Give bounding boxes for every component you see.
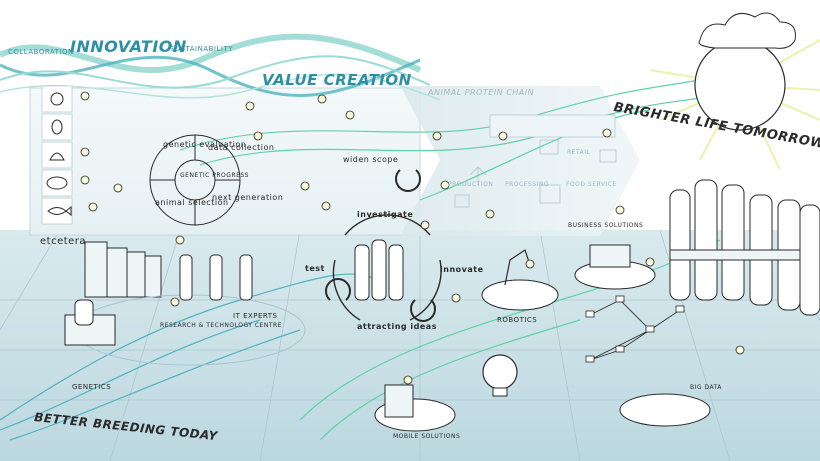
turkey-icon bbox=[49, 152, 65, 161]
stage-food-service: FOOD SERVICE bbox=[566, 181, 617, 188]
stage-production: PRODUCTION bbox=[448, 181, 494, 188]
cycle-step-next-generation: next generation bbox=[212, 193, 284, 202]
innovate-label: innovate bbox=[440, 265, 484, 274]
pig-icon bbox=[46, 176, 68, 190]
sustainability-wave bbox=[0, 33, 441, 101]
robotics-label: ROBOTICS bbox=[497, 316, 538, 324]
animal-panels bbox=[41, 85, 616, 225]
server-icon bbox=[84, 241, 162, 298]
sustainability-label: SUSTAINABILITY bbox=[170, 45, 234, 53]
sun-icon bbox=[649, 39, 820, 171]
innovation-label: INNOVATION bbox=[70, 37, 187, 56]
etcetera-label: etcetera bbox=[40, 236, 87, 247]
robot-arm-icon bbox=[504, 249, 531, 286]
cycle-step-data-collection: data collection bbox=[208, 143, 275, 152]
magnet-icon bbox=[325, 169, 436, 322]
teal-genetics-waves bbox=[0, 273, 381, 441]
crowd bbox=[669, 179, 820, 316]
value-creation-label: VALUE CREATION bbox=[262, 71, 412, 89]
robotics-cloud bbox=[481, 279, 559, 311]
big-data-network bbox=[585, 295, 685, 363]
big-data-label: BIG DATA bbox=[690, 384, 722, 391]
stage-processing: PROCESSING bbox=[505, 181, 550, 188]
animal-protein-chain-panel bbox=[400, 86, 640, 236]
widen-scope-label: widen scope bbox=[343, 155, 399, 164]
test-label: test bbox=[305, 264, 325, 273]
lightbulb-icon bbox=[482, 354, 518, 397]
collaboration-label: COLLABORATION bbox=[8, 48, 74, 56]
cycle-center-label: GENETIC PROGRESS bbox=[180, 172, 249, 179]
fish-icon bbox=[47, 205, 72, 217]
mobile-solutions-label: MOBILE SOLUTIONS bbox=[393, 433, 461, 440]
attracting-ideas-label: attracting ideas bbox=[357, 322, 437, 331]
investigate-label: investigate bbox=[357, 210, 414, 219]
mobile-cloud bbox=[374, 384, 456, 432]
animal-protein-chain-title: ANIMAL PROTEIN CHAIN bbox=[428, 88, 535, 97]
stage-retail: RETAIL bbox=[567, 149, 591, 156]
cycle-step-evaluation: genetic evaluation bbox=[163, 140, 247, 149]
genetics-label: GENETICS bbox=[72, 383, 112, 391]
business-cloud bbox=[574, 244, 656, 290]
it-experts-label: IT EXPERTS bbox=[233, 312, 278, 320]
genetic-progress-cycle bbox=[149, 134, 241, 226]
people-group bbox=[64, 239, 404, 346]
business-solutions-label: BUSINESS SOLUTIONS bbox=[568, 222, 644, 229]
chicken-icon bbox=[50, 92, 64, 106]
small-lightbulbs bbox=[80, 91, 745, 385]
cycle-step-animal-selection: animal selection bbox=[155, 198, 229, 207]
research-centre-label: RESEARCH & TECHNOLOGY CENTRE bbox=[160, 322, 282, 329]
cloud-icon bbox=[698, 12, 796, 49]
big-data-cloud bbox=[619, 393, 711, 427]
egg-icon bbox=[51, 119, 63, 135]
